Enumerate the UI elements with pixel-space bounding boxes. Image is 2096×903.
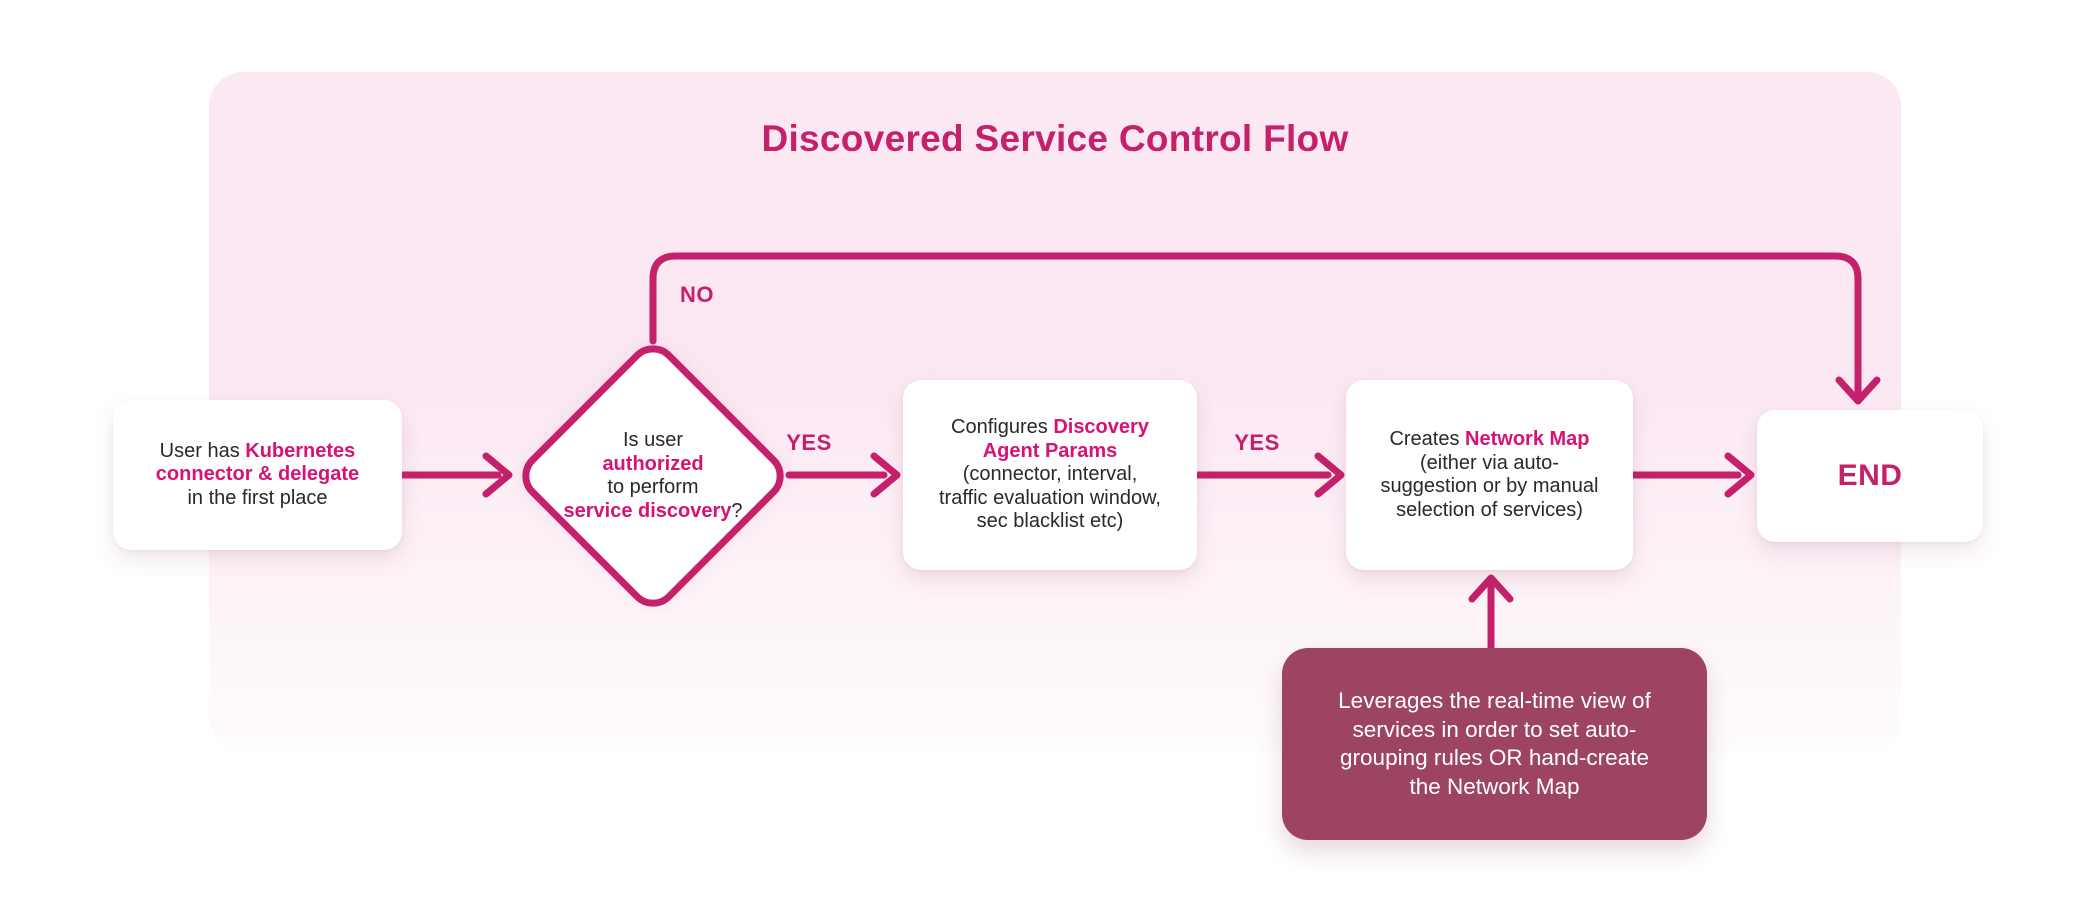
label-yes-1: YES: [786, 430, 832, 455]
node-creates-network-map-text: Creates Network Map(either via auto-sugg…: [1380, 428, 1599, 521]
node-end: END: [1757, 410, 1983, 542]
label-yes-2: YES: [1234, 430, 1280, 455]
diagram-title: Discovered Service Control Flow: [761, 118, 1349, 159]
node-creates-network-map: Creates Network Map(either via auto-sugg…: [1346, 380, 1633, 570]
label-no: NO: [680, 282, 714, 307]
node-end-label: END: [1837, 459, 1903, 492]
